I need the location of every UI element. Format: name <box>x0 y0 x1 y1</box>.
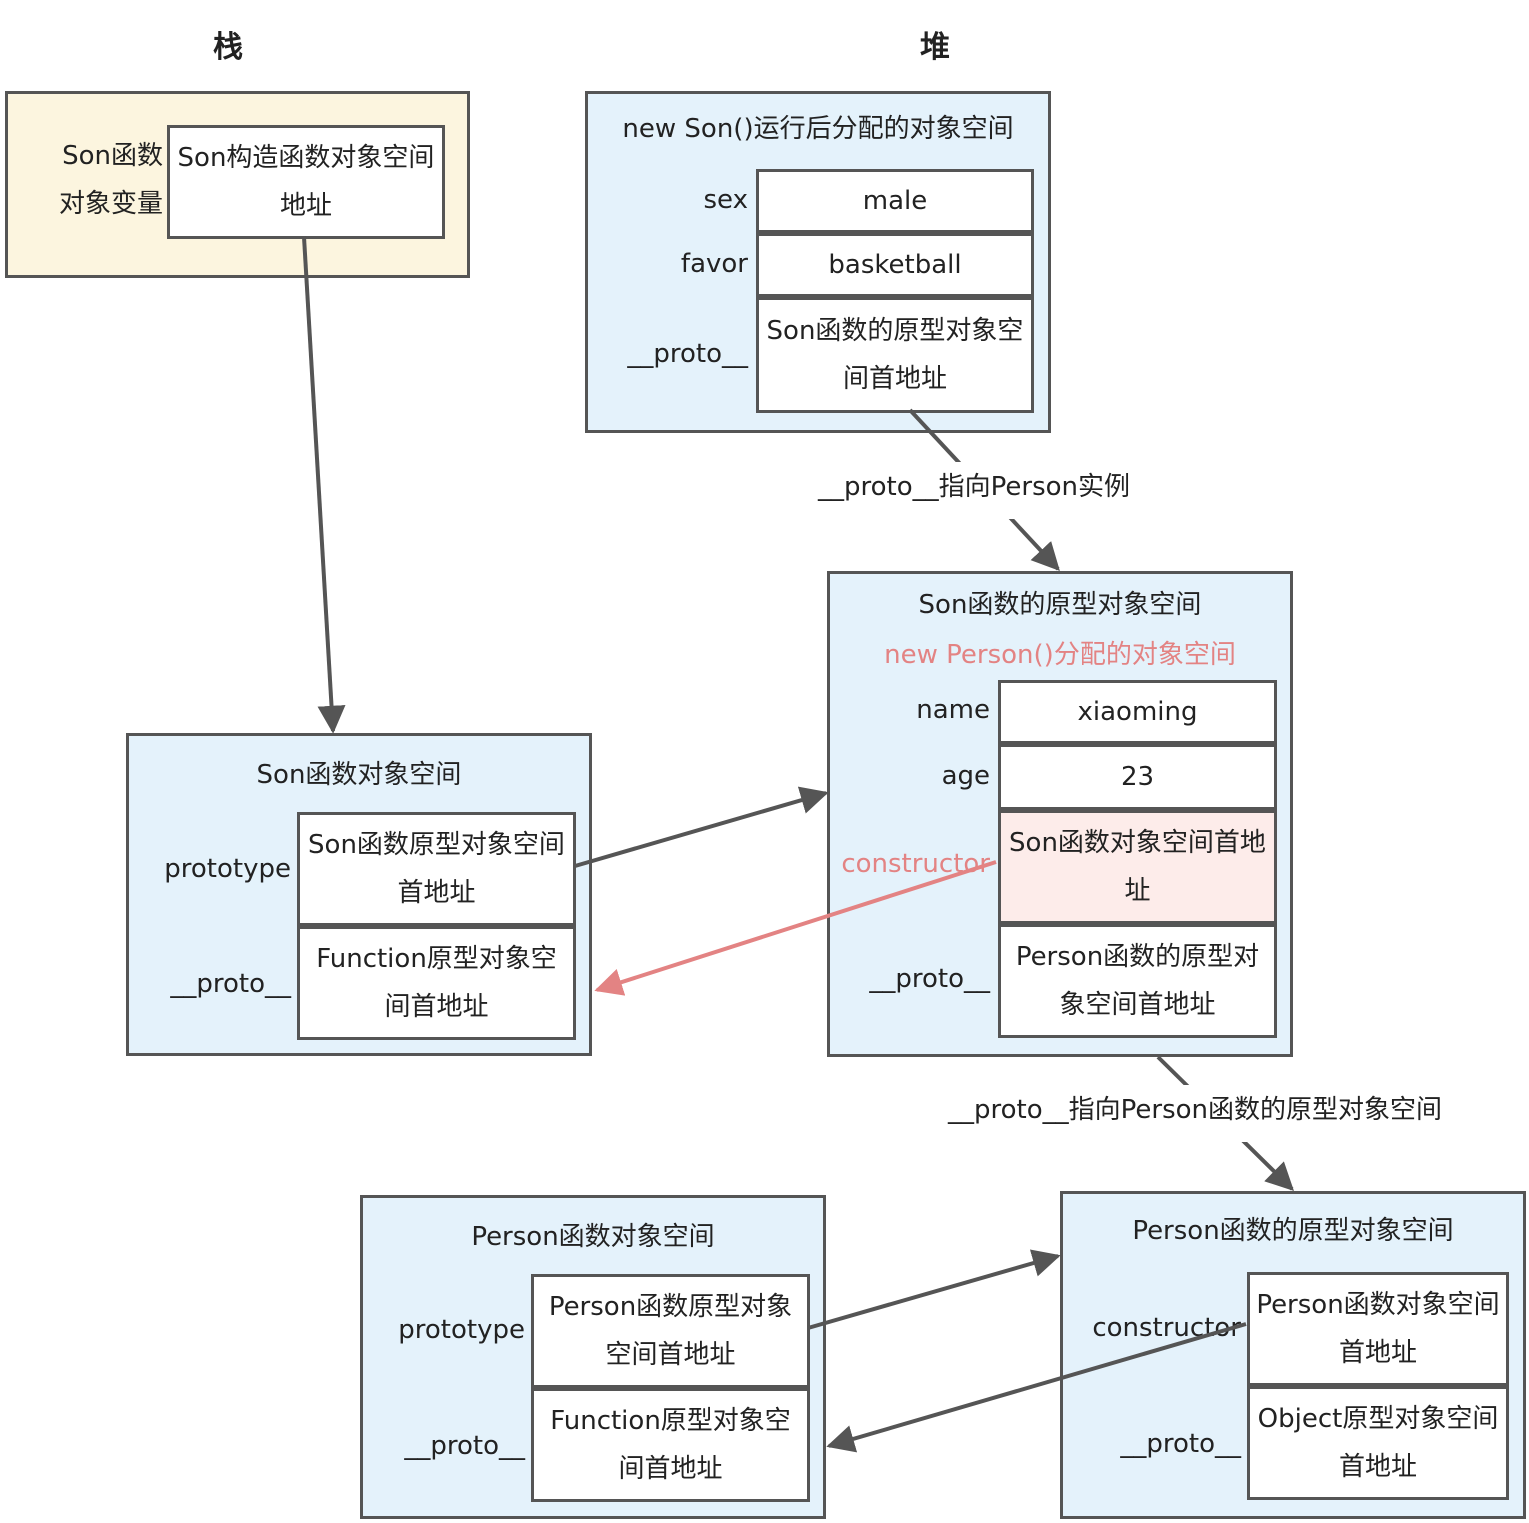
son-prototype-value-age: 23 <box>998 744 1277 810</box>
son-instance-label-sex: sex <box>703 185 748 215</box>
person-function-object-title: Person函数对象空间 <box>471 1222 715 1252</box>
person-instance-subtitle: new Person()分配的对象空间 <box>884 640 1236 670</box>
son-instance-label-proto: __proto__ <box>627 339 748 369</box>
note-son-instance-proto: __proto__指向Person实例 <box>812 462 1137 519</box>
son-prototype-object-title: Son函数的原型对象空间 <box>918 590 1202 620</box>
arrow-son-prototype-link <box>574 786 829 868</box>
son-function-object-panel: Son函数对象空间 prototype Son函数原型对象空间首地址 __pro… <box>126 733 592 1056</box>
son-prototype-label-proto: __proto__ <box>869 964 990 994</box>
person-prototype-value-constructor: Person函数对象空间首地址 <box>1247 1272 1509 1386</box>
person-prototype-value-proto: Object原型对象空间首地址 <box>1247 1386 1509 1500</box>
person-function-value-prototype: Person函数原型对象空间首地址 <box>531 1274 810 1388</box>
heap-heading: 堆 <box>920 30 950 65</box>
son-function-label-prototype: prototype <box>164 854 291 884</box>
son-instance-panel: new Son()运行后分配的对象空间 sex male favor baske… <box>585 91 1051 433</box>
son-function-object-title: Son函数对象空间 <box>256 760 462 790</box>
son-prototype-object-panel: Son函数的原型对象空间 new Person()分配的对象空间 name xi… <box>827 571 1293 1057</box>
son-instance-value-proto: Son函数的原型对象空间首地址 <box>756 297 1034 413</box>
son-prototype-label-constructor: constructor <box>841 849 990 879</box>
person-function-object-panel: Person函数对象空间 prototype Person函数原型对象空间首地址… <box>360 1195 826 1519</box>
stack-panel: Son函数对象变量 Son构造函数对象空间地址 <box>5 91 470 278</box>
note-son-prototype-proto: __proto__指向Person函数的原型对象空间 <box>942 1085 1449 1142</box>
arrow-stack-to-son-function <box>302 236 346 734</box>
son-prototype-value-name: xiaoming <box>998 680 1277 744</box>
person-prototype-object-panel: Person函数的原型对象空间 constructor Person函数对象空间… <box>1060 1191 1526 1519</box>
son-instance-label-favor: favor <box>680 249 748 279</box>
son-variable-label: Son函数对象变量 <box>58 141 163 219</box>
person-function-value-proto: Function原型对象空间首地址 <box>531 1388 810 1502</box>
son-instance-value-sex: male <box>756 169 1034 233</box>
son-instance-value-favor: basketball <box>756 233 1034 297</box>
stack-heading: 栈 <box>213 30 243 65</box>
son-constructor-address-cell: Son构造函数对象空间地址 <box>167 125 445 239</box>
arrow-person-prototype-link <box>807 1249 1061 1330</box>
person-prototype-label-constructor: constructor <box>1092 1313 1241 1343</box>
son-prototype-label-age: age <box>941 761 990 791</box>
son-function-label-proto: __proto__ <box>170 969 291 999</box>
person-prototype-label-proto: __proto__ <box>1120 1429 1241 1459</box>
son-prototype-value-constructor: Son函数对象空间首地址 <box>998 810 1277 924</box>
son-prototype-value-proto: Person函数的原型对象空间首地址 <box>998 924 1277 1038</box>
son-prototype-label-name: name <box>916 695 990 725</box>
son-function-value-proto: Function原型对象空间首地址 <box>297 926 576 1040</box>
person-function-label-proto: __proto__ <box>404 1431 525 1461</box>
person-prototype-object-title: Person函数的原型对象空间 <box>1132 1216 1454 1246</box>
son-instance-title: new Son()运行后分配的对象空间 <box>622 114 1014 144</box>
person-function-label-prototype: prototype <box>398 1315 525 1345</box>
son-function-value-prototype: Son函数原型对象空间首地址 <box>297 812 576 926</box>
